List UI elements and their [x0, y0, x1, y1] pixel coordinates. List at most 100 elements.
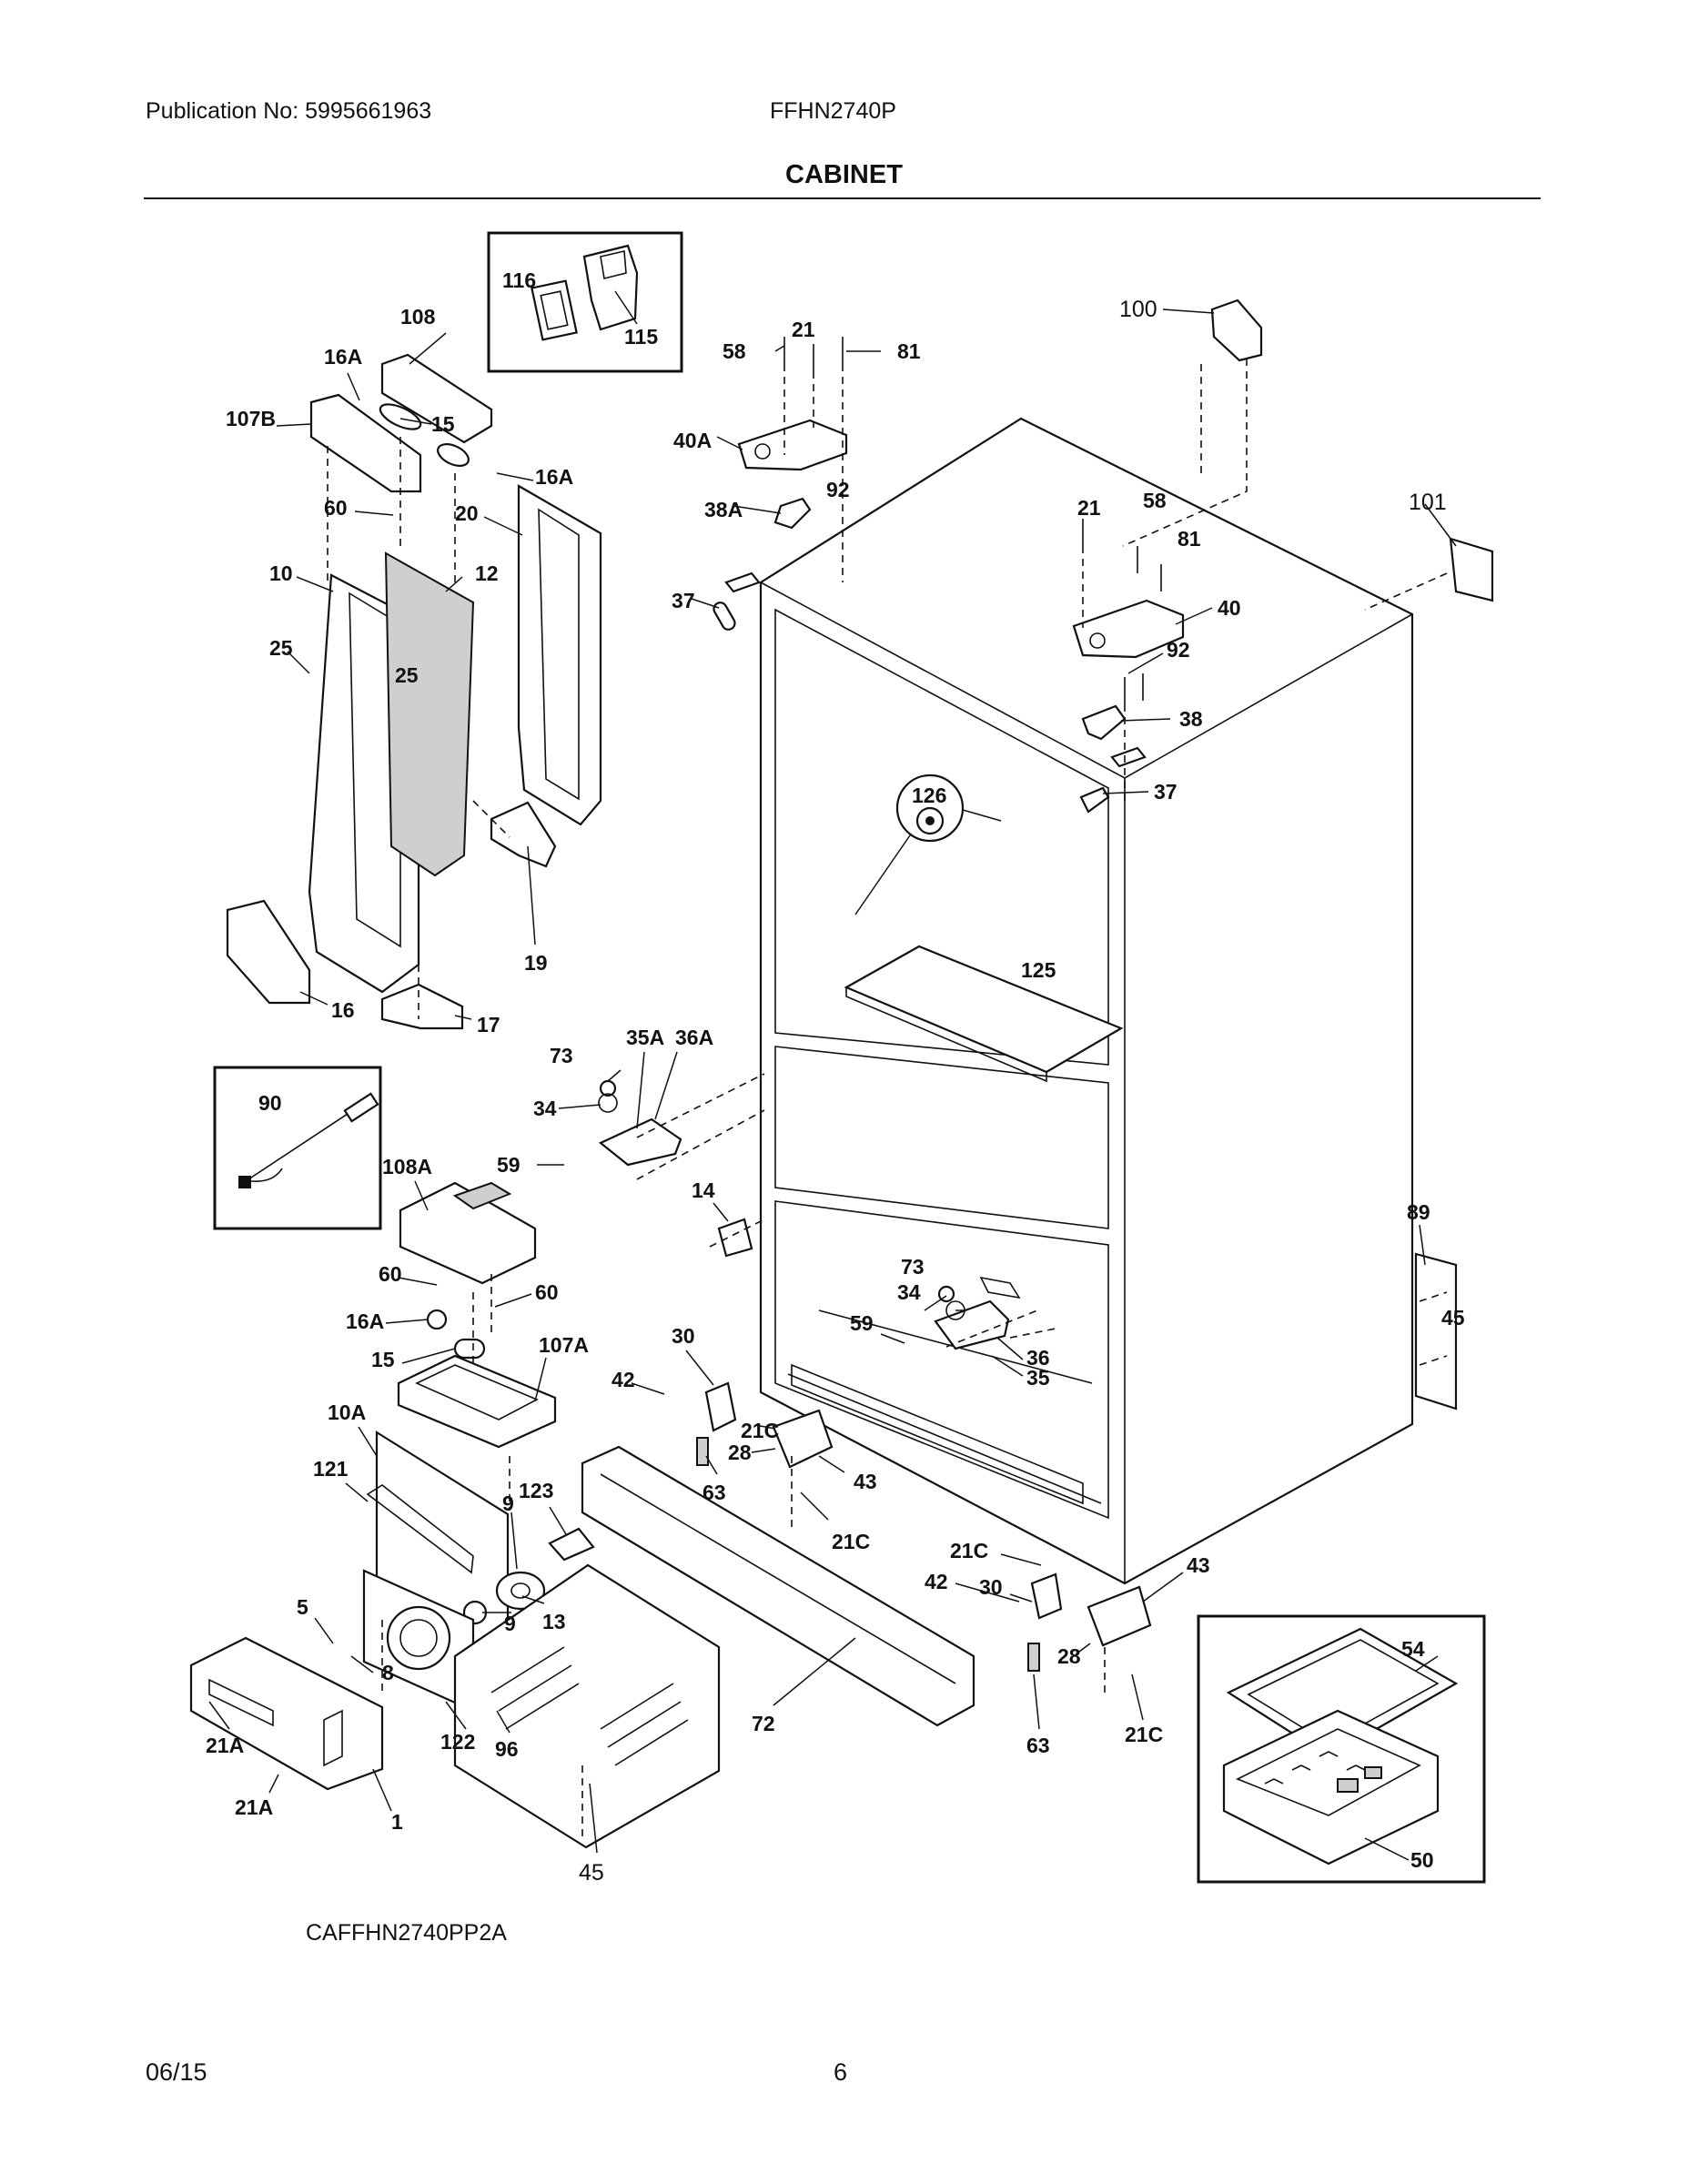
callout: 42	[612, 1368, 635, 1391]
callout: 101	[1409, 490, 1447, 515]
page-number: 6	[834, 2058, 848, 2086]
callout: 100	[1119, 297, 1157, 322]
callout: 107A	[539, 1333, 589, 1357]
dispenser-housing-108A	[399, 1181, 537, 1285]
callout: 10A	[328, 1400, 366, 1424]
callout: 12	[475, 561, 499, 585]
callout: 126	[912, 784, 946, 807]
callout: 9	[502, 1491, 514, 1515]
callout: 92	[1167, 638, 1190, 662]
insulation-12	[384, 551, 475, 877]
callout: 63	[1026, 1734, 1050, 1757]
callout: 58	[723, 339, 746, 363]
callout: 107B	[226, 407, 276, 430]
callout: 115	[624, 325, 658, 349]
callout: 116	[502, 268, 536, 292]
callout: 34	[533, 1097, 557, 1120]
callout: 40	[1218, 596, 1241, 620]
inset-ice-chute-flap	[487, 231, 683, 373]
light-assembly-126	[854, 774, 1002, 915]
callout: 60	[535, 1280, 559, 1304]
callout: 16A	[324, 345, 362, 369]
callout: 16	[331, 998, 355, 1022]
callout: 19	[524, 951, 548, 975]
callout: 123	[519, 1479, 553, 1502]
callout: 30	[672, 1324, 695, 1348]
inset-control-board	[1197, 1614, 1486, 1884]
callout: 14	[692, 1178, 715, 1202]
callout: 37	[1154, 780, 1178, 804]
pad-17	[380, 983, 464, 1030]
bottom-hinge-right	[1027, 1572, 1152, 1672]
callout: 17	[477, 1013, 500, 1036]
fan-shroud-122	[362, 1569, 475, 1713]
top-hinge-right-40	[1072, 599, 1185, 814]
trim-16	[226, 899, 311, 1005]
callout: 54	[1401, 1637, 1425, 1661]
callout: 60	[379, 1262, 402, 1286]
callout: 36	[1026, 1346, 1050, 1370]
light-cover-107A	[397, 1354, 557, 1449]
callout: 90	[258, 1091, 282, 1115]
rear-panel-96	[453, 1563, 721, 1849]
callout: 8	[382, 1661, 394, 1684]
callout: 21C	[1125, 1723, 1163, 1746]
callout: 45	[1441, 1306, 1465, 1330]
callout: 37	[672, 589, 695, 612]
callout: 21C	[832, 1530, 870, 1553]
callout: 36A	[675, 1026, 713, 1049]
bracket-101	[1449, 537, 1494, 602]
callout: 21	[1077, 496, 1101, 520]
side-panel-89	[1414, 1252, 1458, 1410]
title-rule	[144, 197, 1541, 199]
callout: 108A	[382, 1155, 432, 1178]
callout-labels: 116 115 108 16A 107B 15 16A 60 20 10 12 …	[206, 268, 1465, 1946]
callout: 28	[1057, 1644, 1081, 1668]
callout: 5	[297, 1595, 308, 1619]
callout: 81	[1178, 527, 1201, 551]
callout: 25	[269, 636, 293, 660]
callout: 28	[728, 1441, 752, 1464]
toe-grille-72	[581, 1445, 975, 1727]
water-tank-1	[189, 1636, 384, 1791]
callout: 21C	[741, 1419, 779, 1442]
callout: 21C	[950, 1539, 988, 1562]
callout: 21A	[235, 1795, 273, 1819]
callout: 16A	[346, 1309, 384, 1333]
cabinet-shell	[759, 417, 1414, 1585]
publication-date: 06/15	[146, 2058, 207, 2086]
leveling-stops-37	[713, 602, 736, 631]
model-number: FFHN2740P	[770, 98, 896, 124]
callout: 63	[702, 1481, 726, 1504]
callout: 43	[1187, 1553, 1210, 1577]
bottom-hinge-left	[696, 1381, 834, 1469]
callout: 40A	[673, 429, 712, 452]
callout: 35	[1026, 1366, 1050, 1390]
callout: 59	[497, 1153, 521, 1177]
inset-wire-harness	[213, 1066, 382, 1230]
callout: 16A	[535, 465, 573, 489]
callout: 122	[440, 1730, 475, 1754]
leader-lines	[208, 308, 1457, 1861]
bulb-sockets	[426, 1309, 486, 1360]
ice-chute-housing-108	[309, 353, 493, 493]
callout: 10	[269, 561, 293, 585]
callout: 42	[925, 1570, 948, 1593]
callout: 34	[897, 1280, 921, 1304]
callout: 50	[1410, 1848, 1434, 1872]
callout: 20	[455, 501, 479, 525]
page-title: CABINET	[785, 160, 903, 189]
callout: 30	[979, 1575, 1003, 1599]
callout: 13	[542, 1610, 566, 1633]
callout: 81	[897, 339, 921, 363]
callout: 35A	[626, 1026, 664, 1049]
callout: 125	[1021, 958, 1056, 982]
bracket-100	[1210, 298, 1263, 362]
callout: 38	[1179, 707, 1203, 731]
chute-liner-20	[517, 484, 602, 826]
top-hinge-left-40A	[724, 419, 848, 593]
callout: 72	[752, 1712, 775, 1735]
publication-number: Publication No: 5995661963	[146, 98, 432, 124]
diagram-code: CAFFHN2740PP2A	[306, 1920, 507, 1946]
